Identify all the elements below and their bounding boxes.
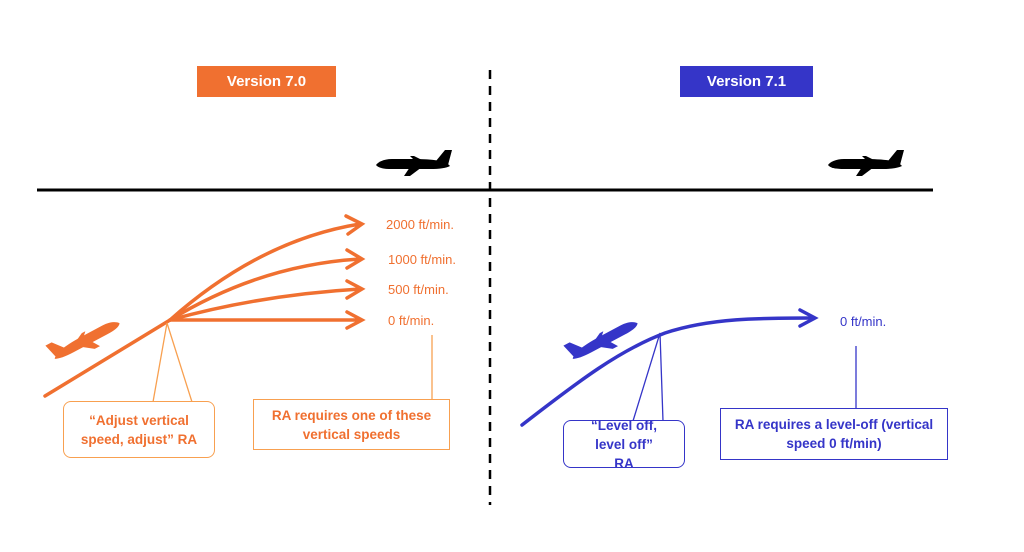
callout-level-off: “Level off, level off” RA: [563, 418, 685, 471]
arrow-0: [168, 310, 366, 330]
rate-label-2000: 2000 ft/min.: [386, 217, 454, 232]
arrow-1000: [168, 248, 366, 322]
rate-label-0-right: 0 ft/min.: [840, 314, 887, 329]
callout-pointer-right: [632, 332, 664, 422]
arrow-500: [168, 279, 366, 322]
version-7-1-header: Version 7.1: [680, 66, 813, 97]
arrow-2000: [168, 214, 366, 322]
version-7-0-header: Version 7.0: [197, 66, 336, 97]
own-plane-icon-right: [563, 309, 643, 369]
callout-requirement-right: RA requires a level-off (vertical speed …: [720, 408, 948, 460]
callout-adjust-vs: “Adjust vertical speed, adjust” RA: [63, 401, 215, 458]
callout-requirement-left: RA requires one of these vertical speeds: [253, 399, 450, 450]
approach-path-left: [43, 318, 172, 398]
rate-label-1000: 1000 ft/min.: [388, 252, 456, 267]
intruder-plane-icon-right: [828, 150, 904, 176]
callout-pointer-left: [152, 322, 193, 403]
own-plane-icon-left: [45, 309, 125, 369]
arrow-0-right: [798, 308, 819, 328]
rate-label-0: 0 ft/min.: [388, 313, 435, 328]
rate-label-500: 500 ft/min.: [388, 282, 449, 297]
intruder-plane-icon-left: [376, 150, 452, 176]
approach-path-right: [520, 316, 814, 427]
